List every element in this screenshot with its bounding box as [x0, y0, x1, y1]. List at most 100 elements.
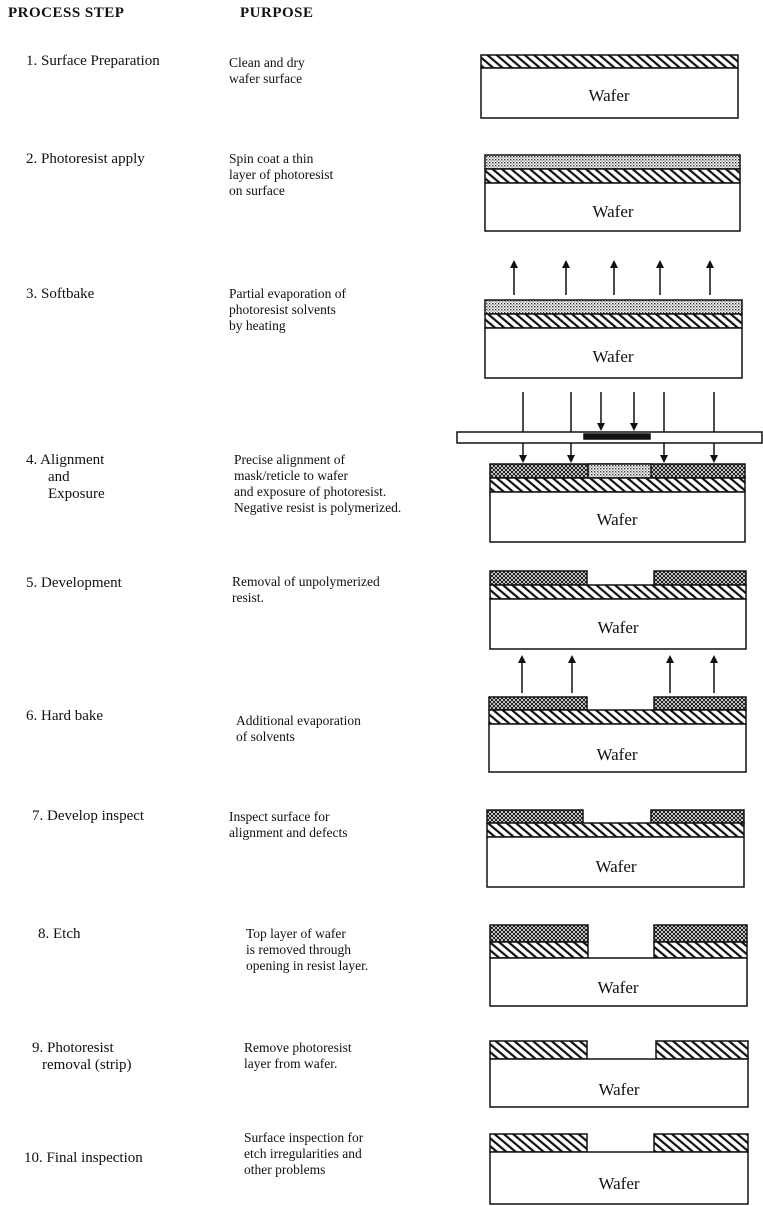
wafer-label: Wafer: [596, 510, 637, 529]
step-3-label: 3. Softbake: [26, 286, 94, 303]
oxide-block: [489, 941, 589, 959]
photoresist-layer: [484, 299, 743, 315]
step-5-purpose: Removal of unpolymerized resist.: [232, 574, 380, 606]
resist-block: [653, 924, 748, 943]
oxide-layer: [484, 313, 743, 329]
step-6-diagram: Wafer: [488, 655, 747, 773]
resist-block: [489, 924, 589, 943]
step-8-purpose: Top layer of wafer is removed through op…: [246, 926, 368, 974]
step-10-diagram: Wafer: [489, 1133, 749, 1205]
step-3-purpose: Partial evaporation of photoresist solve…: [229, 286, 346, 334]
step-3-purpose-line: by heating: [229, 318, 286, 333]
step-3-purpose-line: Partial evaporation of: [229, 286, 346, 301]
oxide-block: [489, 1133, 588, 1153]
oxide-layer: [489, 477, 746, 493]
step-4-label-line: Exposure: [48, 486, 105, 502]
wafer-label: Wafer: [588, 86, 629, 105]
wafer: [489, 491, 746, 543]
wafer: [489, 957, 748, 1007]
step-8-purpose-line: is removed through: [246, 942, 351, 957]
step-9-purpose-line: layer from wafer.: [244, 1056, 338, 1071]
wafer-label: Wafer: [595, 857, 636, 876]
step-9-label-line: removal (strip): [42, 1057, 132, 1073]
wafer-label: Wafer: [592, 347, 633, 366]
step-6-purpose-line: of solvents: [236, 729, 295, 744]
step-5-label-line: 5. Development: [26, 575, 122, 591]
photoresist-layer: [484, 154, 741, 170]
wafer: [484, 182, 741, 232]
unexposed-resist: [587, 463, 652, 479]
step-10-purpose-line: other problems: [244, 1162, 326, 1177]
oxide-block: [653, 1133, 749, 1153]
step-1-diagram: Wafer: [480, 54, 739, 119]
mask-chrome-pattern: [583, 433, 651, 440]
purpose-header: PURPOSE: [240, 5, 314, 21]
step-7-purpose-line: alignment and defects: [229, 825, 348, 840]
step-9-purpose: Remove photoresist layer from wafer.: [244, 1040, 352, 1072]
step-4-label-line: and: [48, 469, 70, 485]
step-2-purpose: Spin coat a thin layer of photoresist on…: [229, 151, 333, 199]
step-3-purpose-line: photoresist solvents: [229, 302, 336, 317]
step-9-label-line: 9. Photoresist: [32, 1040, 114, 1056]
step-3-label-line: 3. Softbake: [26, 286, 95, 302]
step-10-purpose: Surface inspection for etch irregulariti…: [244, 1130, 363, 1178]
step-1-purpose: Clean and dry wafer surface: [229, 55, 305, 87]
wafer: [489, 1151, 749, 1205]
oxide-layer: [488, 709, 747, 725]
step-4-purpose: Precise alignment of mask/reticle to waf…: [234, 452, 401, 516]
oxide-layer: [480, 54, 739, 69]
step-8-label-line: 8. Etch: [38, 926, 81, 942]
step-4-purpose-line: mask/reticle to wafer: [234, 468, 348, 483]
step-4-diagram: Wafer: [456, 392, 763, 543]
step-10-label-line: 10. Final inspection: [24, 1150, 143, 1166]
step-7-label: 7. Develop inspect: [32, 808, 144, 825]
step-7-purpose: Inspect surface for alignment and defect…: [229, 809, 347, 841]
wafer: [489, 598, 747, 650]
wafer-label: Wafer: [598, 1080, 639, 1099]
step-1-label-line: 1. Surface Preparation: [26, 53, 160, 69]
wafer: [484, 327, 743, 379]
step-7-label-line: 7. Develop inspect: [32, 808, 145, 824]
step-1-label: 1. Surface Preparation: [26, 53, 160, 70]
step-7-purpose-line: Inspect surface for: [229, 809, 330, 824]
step-1-purpose-line: wafer surface: [229, 71, 303, 86]
step-2-diagram: Wafer: [484, 154, 741, 232]
process-step-header: PROCESS STEP: [8, 5, 125, 21]
step-5-diagram: Wafer: [489, 570, 747, 650]
step-2-purpose-line: Spin coat a thin: [229, 151, 314, 166]
step-6-label-line: 6. Hard bake: [26, 708, 104, 724]
wafer: [480, 67, 739, 119]
resist-block: [653, 570, 747, 586]
wafer-label: Wafer: [596, 745, 637, 764]
step-9-purpose-line: Remove photoresist: [244, 1040, 352, 1055]
step-9-diagram: Wafer: [489, 1040, 749, 1108]
step-10-purpose-line: etch irregularities and: [244, 1146, 362, 1161]
step-3-diagram: Wafer: [484, 260, 743, 379]
resist-block: [650, 809, 745, 824]
step-4-purpose-line: Precise alignment of: [234, 452, 345, 467]
step-4-purpose-line: and exposure of photoresist.: [234, 484, 387, 499]
oxide-layer: [489, 584, 747, 600]
oxide-block: [489, 1040, 588, 1060]
wafer-label: Wafer: [597, 978, 638, 997]
oxide-block: [653, 941, 748, 959]
oxide-layer: [484, 168, 741, 184]
step-4-purpose-line: Negative resist is polymerized.: [234, 500, 402, 515]
step-6-label: 6. Hard bake: [26, 708, 103, 725]
step-2-label: 2. Photoresist apply: [26, 151, 145, 168]
step-8-purpose-line: opening in resist layer.: [246, 958, 369, 973]
step-10-purpose-line: Surface inspection for: [244, 1130, 364, 1145]
resist-block: [489, 570, 588, 586]
resist-block: [653, 696, 747, 711]
step-8-diagram: Wafer: [489, 924, 748, 1007]
oxide-layer: [486, 822, 745, 838]
step-1-purpose-line: Clean and dry: [229, 55, 305, 70]
step-2-purpose-line: on surface: [229, 183, 285, 198]
step-4-label-line: 4. Alignment: [26, 452, 105, 468]
step-10-label: 10. Final inspection: [24, 1150, 143, 1167]
step-8-purpose-line: Top layer of wafer: [246, 926, 346, 941]
step-6-purpose-line: Additional evaporation: [236, 713, 361, 728]
wafer-label: Wafer: [592, 202, 633, 221]
step-5-label: 5. Development: [26, 575, 122, 592]
step-7-diagram: Wafer: [486, 809, 745, 888]
